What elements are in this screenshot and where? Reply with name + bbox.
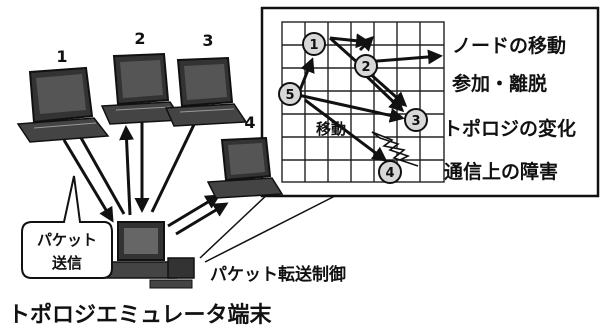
feature-label: 参加・離脱 [452, 72, 547, 95]
svg-text:5: 5 [285, 88, 294, 103]
laptop-node-4: 4 [206, 113, 284, 199]
laptop-label: 2 [134, 29, 145, 48]
svg-text:送信: 送信 [51, 254, 82, 272]
laptop-node-1: 1 [16, 47, 110, 143]
grid-node: 2 [354, 54, 378, 78]
svg-text:2: 2 [361, 60, 370, 75]
feature-label: 通信上の障害 [444, 160, 558, 183]
svg-text:1: 1 [309, 38, 318, 53]
move-label: 移動 [316, 120, 346, 138]
svg-text:パケット: パケット [37, 231, 97, 249]
grid-node: 4 [378, 160, 402, 184]
laptop-node-3: 3 [164, 31, 248, 127]
inset-panel: 移動 1 2 3 4 5 ノードの移動 参加・離脱 トポロジの変化 通信上の障害 [199, 6, 600, 263]
laptop-label: 4 [244, 113, 255, 132]
diagram-title: トポロジエミュレータ端末 [8, 302, 273, 328]
laptop-node-2: 2 [100, 29, 184, 125]
feature-label: トポロジの変化 [443, 117, 576, 140]
svg-text:3: 3 [411, 114, 420, 129]
packet-send-bubble: パケット 送信 [21, 175, 113, 279]
feature-label: ノードの移動 [452, 34, 566, 57]
terminal-label: パケット転送制御 [210, 264, 346, 285]
emulator-terminal [102, 221, 195, 289]
laptop-label: 1 [56, 47, 67, 66]
grid-node: 1 [302, 32, 326, 56]
laptop-label: 3 [202, 31, 213, 50]
svg-text:4: 4 [385, 166, 394, 181]
grid-node: 3 [404, 108, 428, 132]
interference-icon [371, 131, 419, 167]
packet-arrows [62, 110, 229, 236]
grid-node: 5 [278, 82, 302, 106]
